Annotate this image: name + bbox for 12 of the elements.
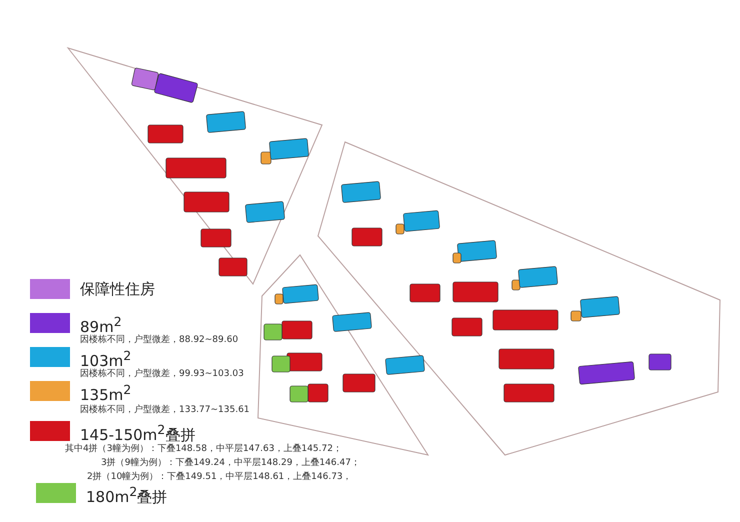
legend-label: 145-150m$^{2}$叠拼 (80, 422, 196, 444)
note-text: 2拼（10幢为例）：下叠149.51，中平层148.61，上叠146.73， (87, 470, 352, 483)
legend-label: 180m$^{2}$叠拼 (86, 484, 168, 507)
legend-label: 103m$^{2}$ (80, 348, 132, 370)
note-text: 其中4拼（3幢为例）：下叠148.58，中平层147.63，上叠145.72； (65, 442, 342, 455)
note-text: 3拼（9幢为例）：下叠149.24，中平层148.29，上叠146.47； (101, 456, 360, 469)
note-text: 因楼栋不同，户型微差，133.77~135.61 (80, 404, 250, 416)
note-text: 因楼栋不同，户型微差，99.93~103.03 (80, 368, 244, 380)
legend-label: 保障性住房 (80, 280, 155, 299)
legend-label: 89m$^{2}$ (80, 314, 122, 336)
note-text: 因楼栋不同，户型微差，88.92~89.60 (80, 334, 238, 346)
legend-label: 135m$^{2}$ (80, 382, 132, 404)
